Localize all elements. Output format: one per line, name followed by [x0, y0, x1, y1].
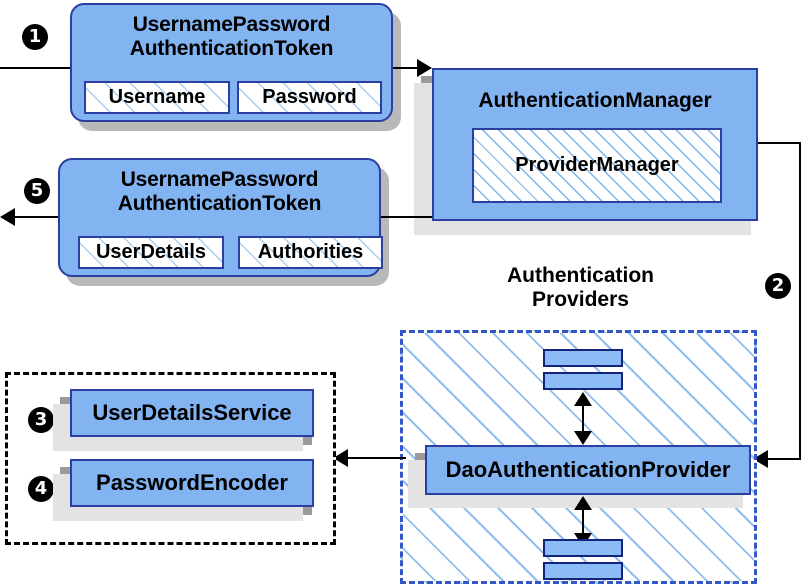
- step-marker-5: 5: [24, 178, 50, 204]
- request-token-field-username-label: Username: [108, 86, 206, 108]
- response-token-field-authorities: Authorities: [238, 236, 383, 269]
- response-token-title-line1: UsernamePassword: [120, 168, 319, 191]
- response-token-title: UsernamePassword AuthenticationToken: [60, 168, 379, 215]
- step-marker-4: 4: [28, 476, 54, 502]
- passwordencoder-box: PasswordEncoder: [70, 459, 314, 507]
- step-marker-3: 3: [28, 407, 54, 433]
- response-token-field-userdetails: UserDetails: [78, 236, 224, 269]
- step-marker-2: 2: [765, 273, 791, 299]
- authentication-manager-label: AuthenticationManager: [478, 89, 712, 112]
- userdetailsservice-box: UserDetailsService: [70, 389, 314, 437]
- response-token-box: UsernamePassword AuthenticationToken Use…: [58, 158, 383, 277]
- dao-to-bottom-stub-line: [582, 499, 584, 545]
- passwordencoder-label: PasswordEncoder: [96, 470, 288, 496]
- manager-out-line-bottom: [766, 458, 801, 460]
- dao-to-top-stub-arrow-down: [574, 431, 592, 445]
- request-token-field-password-label: Password: [262, 86, 357, 108]
- manager-to-response-line: [381, 216, 432, 218]
- dao-to-dependencies-arrow: [333, 449, 348, 467]
- request-token-title-line2: AuthenticationToken: [129, 36, 334, 60]
- request-token-box: UsernamePassword AuthenticationToken Use…: [70, 3, 393, 122]
- response-token-field-userdetails-label: UserDetails: [95, 241, 207, 263]
- providers-title-line1: Authentication: [507, 264, 654, 287]
- manager-out-line-top: [758, 142, 801, 144]
- providers-title: Authentication Providers: [463, 264, 698, 311]
- response-out-arrow: [0, 208, 15, 226]
- request-token-title-line1: UsernamePassword: [132, 13, 331, 36]
- request-to-manager-line: [393, 67, 425, 69]
- stub-provider-bottom-2: [543, 562, 623, 580]
- request-to-manager-arrow: [417, 59, 432, 77]
- providers-region: DaoAuthenticationProvider: [400, 330, 757, 584]
- providers-title-line2: Providers: [532, 287, 629, 311]
- manager-out-line-vertical: [799, 142, 801, 460]
- response-out-line: [12, 216, 72, 218]
- incoming-request-line: [0, 67, 72, 69]
- request-token-field-username: Username: [84, 81, 230, 114]
- stub-provider-top-1: [543, 349, 623, 367]
- userdetailsservice-label: UserDetailsService: [92, 400, 292, 426]
- dao-to-top-stub-arrow-up: [574, 392, 592, 406]
- dao-to-dependencies-line: [348, 457, 406, 459]
- provider-manager-label: ProviderManager: [515, 153, 679, 176]
- provider-manager-box: ProviderManager: [472, 128, 722, 203]
- request-token-title: UsernamePassword AuthenticationToken: [72, 13, 391, 60]
- response-token-field-authorities-label: Authorities: [257, 241, 364, 263]
- stub-provider-bottom-1: [543, 539, 623, 557]
- dao-to-top-stub-line: [582, 395, 584, 443]
- authentication-manager-box: AuthenticationManager ProviderManager: [432, 68, 758, 221]
- step-marker-1: 1: [22, 24, 48, 50]
- dao-to-bottom-stub-arrow-up: [574, 496, 592, 510]
- dao-provider-label: DaoAuthenticationProvider: [445, 457, 731, 483]
- dao-provider-box: DaoAuthenticationProvider: [425, 445, 751, 495]
- request-token-field-password: Password: [237, 81, 382, 114]
- response-token-title-line2: AuthenticationToken: [117, 191, 322, 215]
- stub-provider-top-2: [543, 372, 623, 390]
